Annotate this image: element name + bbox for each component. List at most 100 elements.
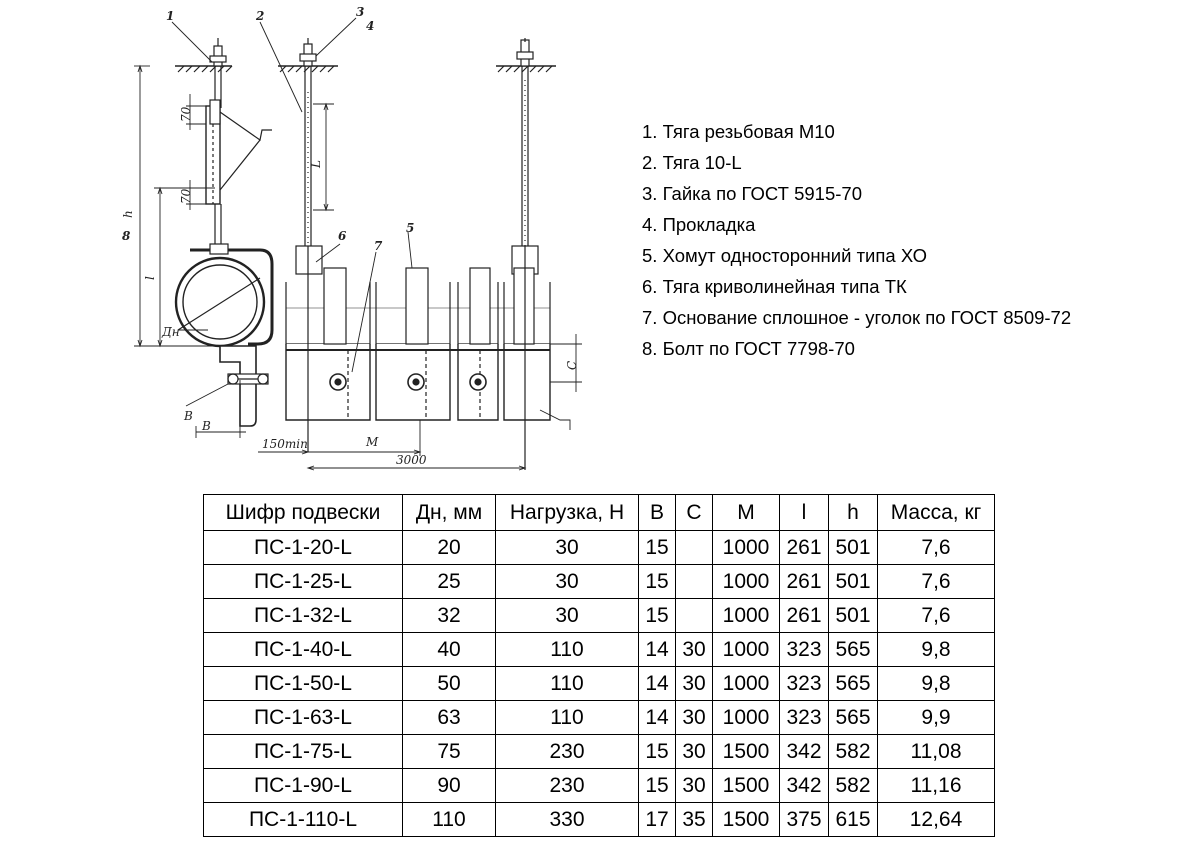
left-dimensions (134, 64, 246, 438)
cell-b: 17 (638, 802, 676, 837)
col-header-h: h (828, 494, 878, 531)
cell-mass: 9,8 (877, 632, 995, 667)
callout-1: 1 (166, 9, 174, 23)
cell-l: 261 (779, 564, 829, 599)
col-header-m: М (712, 494, 780, 531)
col-header-dn: Дн, мм (402, 494, 496, 531)
callout-6: 6 (338, 229, 347, 243)
callout-7: 7 (374, 239, 383, 253)
cell-load: 330 (495, 802, 639, 837)
dim-b-label: B (201, 419, 211, 433)
callout-4: 4 (366, 19, 374, 33)
cell-dn: 63 (402, 700, 496, 735)
cell-code: ПС-1-75-L (203, 734, 403, 769)
cell-code: ПС-1-20-L (203, 530, 403, 565)
cell-mass: 11,08 (877, 734, 995, 769)
dim-m-label: M (365, 435, 379, 449)
table-header: Шифр подвески Дн, мм Нагрузка, Н В С М l… (203, 494, 995, 531)
cell-mass: 7,6 (877, 598, 995, 633)
cell-b: 14 (638, 666, 676, 701)
hanger-assembly-drawing: 1 2 3 4 5 6 7 8 h l L 70 70 Дн C B B 150… (120, 0, 620, 480)
cell-mass: 7,6 (877, 564, 995, 599)
callout-5: 5 (406, 221, 414, 235)
cell-dn: 50 (402, 666, 496, 701)
cell-b: 15 (638, 530, 676, 565)
cell-l: 342 (779, 734, 829, 769)
cell-h: 582 (828, 734, 878, 769)
base-angle (285, 245, 582, 470)
cell-load: 30 (495, 598, 639, 633)
cell-m: 1000 (712, 632, 780, 667)
cell-c: 30 (675, 734, 713, 769)
cell-load: 30 (495, 564, 639, 599)
front-view-rods (299, 38, 534, 246)
cell-dn: 20 (402, 530, 496, 565)
cell-code: ПС-1-40-L (203, 632, 403, 667)
col-header-code: Шифр подвески (203, 494, 403, 531)
side-view (174, 38, 274, 427)
cell-b: 14 (638, 700, 676, 735)
cell-mass: 12,64 (877, 802, 995, 837)
cell-b: 14 (638, 632, 676, 667)
legend-item: 5. Хомут односторонний типа ХО (642, 245, 927, 266)
cell-mass: 9,8 (877, 666, 995, 701)
cell-c: 30 (675, 700, 713, 735)
cell-c: 30 (675, 666, 713, 701)
cell-l: 323 (779, 632, 829, 667)
cell-h: 565 (828, 632, 878, 667)
dim-70-bottom-label: 70 (179, 188, 193, 204)
cell-code: ПС-1-63-L (203, 700, 403, 735)
cell-b: 15 (638, 598, 676, 633)
cell-m: 1000 (712, 598, 780, 633)
legend-item: 4. Прокладка (642, 214, 756, 235)
cell-l: 261 (779, 530, 829, 565)
col-header-load: Нагрузка, Н (495, 494, 639, 531)
legend-item: 1. Тяга резьбовая М10 (642, 121, 835, 142)
cell-c (675, 530, 713, 565)
legend-item: 8. Болт по ГОСТ 7798-70 (642, 338, 855, 359)
cell-load: 110 (495, 632, 639, 667)
cell-code: ПС-1-32-L (203, 598, 403, 633)
col-header-mass: Масса, кг (877, 494, 995, 531)
cell-mass: 9,9 (877, 700, 995, 735)
dim-h-label: h (121, 210, 135, 218)
legend-item: 2. Тяга 10-L (642, 152, 742, 173)
col-header-b: В (638, 494, 676, 531)
cell-l: 323 (779, 666, 829, 701)
cell-load: 230 (495, 734, 639, 769)
cell-b: 15 (638, 564, 676, 599)
cell-c (675, 598, 713, 633)
cell-b: 15 (638, 734, 676, 769)
callout-2: 2 (255, 9, 264, 23)
cell-mass: 11,16 (877, 768, 995, 803)
cell-c: 30 (675, 632, 713, 667)
cell-m: 1500 (712, 802, 780, 837)
cell-load: 110 (495, 666, 639, 701)
hanger-spec-table: Шифр подвески Дн, мм Нагрузка, Н В С М l… (203, 494, 995, 837)
cell-dn: 90 (402, 768, 496, 803)
cell-dn: 32 (402, 598, 496, 633)
cell-b: 15 (638, 768, 676, 803)
drawing-canvas: 1 2 3 4 5 6 7 8 h l L 70 70 Дн C B B 150… (121, 5, 582, 471)
dim-70-top-label: 70 (179, 106, 193, 122)
cell-m: 1000 (712, 700, 780, 735)
cell-dn: 40 (402, 632, 496, 667)
cell-load: 30 (495, 530, 639, 565)
cell-m: 1000 (712, 564, 780, 599)
bolt-b-mark: B (183, 409, 193, 423)
cell-h: 501 (828, 530, 878, 565)
dim-l-label: l (143, 276, 157, 280)
callout-8: 8 (122, 229, 131, 243)
cell-code: ПС-1-50-L (203, 666, 403, 701)
cell-c: 30 (675, 768, 713, 803)
legend-item: 6. Тяга криволинейная типа ТК (642, 276, 907, 297)
col-header-c: С (675, 494, 713, 531)
